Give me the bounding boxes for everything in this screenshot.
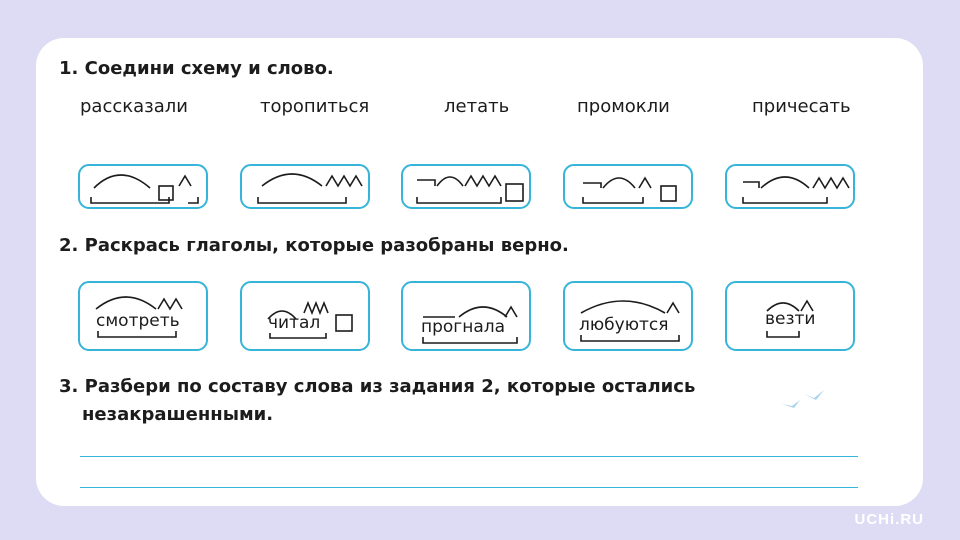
task1-scheme-1[interactable] (78, 164, 208, 209)
morpheme-scheme (90, 174, 199, 204)
task2-word-5: везти (765, 309, 816, 329)
uchi-logo: UCHi.RU (854, 511, 924, 528)
morpheme-marks (422, 305, 518, 344)
task2-card-3[interactable]: прогнала (401, 281, 531, 351)
task1-word-5[interactable]: причесать (752, 96, 851, 117)
task2-word-3: прогнала (421, 317, 506, 337)
morpheme-scheme (416, 174, 524, 204)
answer-line-2[interactable] (80, 487, 858, 488)
morpheme-scheme (257, 173, 363, 204)
task2-card-4[interactable]: любуются (563, 281, 693, 351)
morpheme-scheme (582, 176, 677, 204)
task2-word-2: читал (268, 313, 321, 333)
task1-title: 1. Соедини схему и слово. (59, 58, 334, 79)
task1-scheme-3[interactable] (401, 164, 531, 209)
task2-word-4: любуются (579, 315, 669, 335)
task1-scheme-2[interactable] (240, 164, 370, 209)
task1-scheme-5[interactable] (725, 164, 855, 209)
task2-card-5[interactable]: везти (725, 281, 855, 351)
task1-word-2[interactable]: торопиться (260, 96, 370, 117)
task2-word-1: смотреть (96, 311, 180, 331)
task2-title: 2. Раскрась глаголы, которые разобраны в… (59, 235, 569, 256)
task3-title-line2: незакрашенными. (82, 404, 274, 425)
task2-card-1[interactable]: смотреть (78, 281, 208, 351)
morpheme-marks (267, 300, 353, 339)
task2-card-2[interactable]: читал (240, 281, 370, 351)
task1-word-1[interactable]: рассказали (80, 96, 188, 117)
task1-scheme-4[interactable] (563, 164, 693, 209)
morpheme-marks (95, 296, 183, 338)
task3-title-line1: 3. Разбери по составу слова из задания 2… (59, 376, 696, 397)
answer-line-1[interactable] (80, 456, 858, 457)
morpheme-marks (580, 300, 680, 342)
task1-word-3[interactable]: летать (444, 96, 510, 117)
birds-icon (782, 390, 824, 408)
morpheme-scheme (742, 176, 850, 204)
worksheet-card (36, 38, 923, 506)
morpheme-marks (766, 299, 814, 338)
task1-word-4[interactable]: промокли (577, 96, 670, 117)
